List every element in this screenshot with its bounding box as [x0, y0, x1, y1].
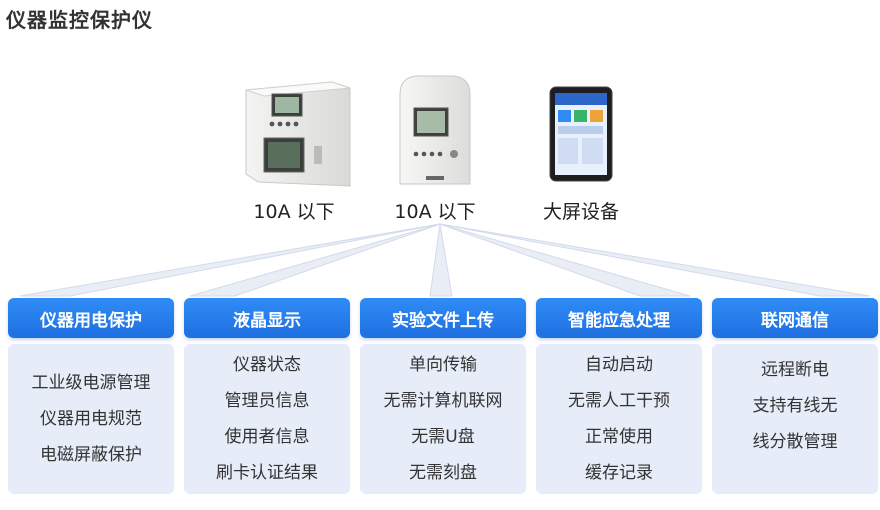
- feature-item: 线分散管理: [752, 432, 838, 452]
- tablet-screen-icon: [549, 86, 613, 186]
- feature-header: 联网通信: [712, 298, 878, 338]
- device-label: 10A 以下: [253, 201, 335, 223]
- feature-card: 液晶显示 仪器状态 管理员信息 使用者信息 刷卡认证结果: [184, 298, 350, 494]
- feature-body: 仪器状态 管理员信息 使用者信息 刷卡认证结果: [184, 344, 350, 494]
- connector-rays: [19, 223, 871, 297]
- feature-item: 无需U盘: [411, 427, 475, 447]
- feature-item: 无需计算机联网: [383, 391, 503, 411]
- feature-item: 无需人工干预: [568, 391, 670, 411]
- feature-item: 无需刻盘: [409, 463, 477, 483]
- feature-item: 远程断电: [761, 360, 829, 380]
- device-label: 大屏设备: [542, 201, 619, 223]
- feature-item: 自动启动: [585, 355, 653, 375]
- feature-item: 支持有线无: [752, 396, 838, 416]
- feature-item: 刷卡认证结果: [216, 463, 318, 483]
- device-label: 10A 以下: [394, 201, 476, 223]
- feature-item: 单向传输: [409, 355, 477, 375]
- feature-item: 管理员信息: [224, 391, 310, 411]
- feature-card: 实验文件上传 单向传输 无需计算机联网 无需U盘 无需刻盘: [360, 298, 526, 494]
- page-title: 仪器监控保护仪: [6, 8, 153, 32]
- feature-header: 智能应急处理: [536, 298, 702, 338]
- feature-header: 实验文件上传: [360, 298, 526, 338]
- feature-header: 液晶显示: [184, 298, 350, 338]
- feature-body: 自动启动 无需人工干预 正常使用 缓存记录: [536, 344, 702, 494]
- feature-item: 电磁屏蔽保护: [40, 445, 142, 465]
- feature-header: 仪器用电保护: [8, 298, 174, 338]
- feature-item: 工业级电源管理: [31, 373, 151, 393]
- feature-item: 使用者信息: [224, 427, 310, 447]
- wall-mount-device-icon: [398, 74, 472, 192]
- feature-item: 仪器状态: [233, 355, 301, 375]
- feature-item: 正常使用: [585, 427, 653, 447]
- feature-body: 远程断电 支持有线无 线分散管理: [712, 344, 878, 494]
- feature-item: 缓存记录: [585, 463, 653, 483]
- feature-body: 工业级电源管理 仪器用电规范 电磁屏蔽保护: [8, 344, 174, 494]
- feature-card: 智能应急处理 自动启动 无需人工干预 正常使用 缓存记录: [536, 298, 702, 494]
- feature-item: 仪器用电规范: [40, 409, 142, 429]
- monitor-box-device-icon: [242, 76, 352, 192]
- feature-card: 仪器用电保护 工业级电源管理 仪器用电规范 电磁屏蔽保护: [8, 298, 174, 494]
- feature-card: 联网通信 远程断电 支持有线无 线分散管理: [712, 298, 878, 494]
- feature-body: 单向传输 无需计算机联网 无需U盘 无需刻盘: [360, 344, 526, 494]
